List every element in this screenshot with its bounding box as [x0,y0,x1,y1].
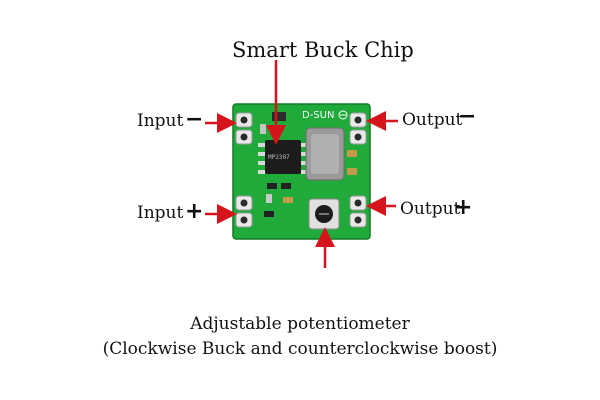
input-plus-text: Input [137,203,184,223]
output-plus-text: Output [400,199,461,219]
potentiometer [308,198,340,230]
caption-line-2: (Clockwise Buck and counterclockwise boo… [102,339,498,359]
chip-marking: MP2307 [268,154,290,161]
right-pads [349,112,367,228]
output-plus-label: Output + [400,195,472,220]
output-minus-sign: − [458,104,477,129]
input-plus-label: Input + [137,199,203,224]
output-minus-text: Output [402,110,463,130]
output-minus-label: Output − [402,104,476,130]
buck-chip: MP2307 [258,140,308,174]
output-plus-sign: + [454,195,473,220]
left-pads [235,112,253,228]
input-minus-sign: − [185,107,204,132]
caption-line-1: Adjustable potentiometer [190,314,410,334]
input-plus-sign: + [185,199,204,224]
capacitor-top [272,112,286,121]
chip-label: Smart Buck Chip [232,38,414,62]
input-minus-label: Input − [137,107,203,132]
input-minus-text: Input [137,111,184,131]
silkscreen-label: D-SUN [302,110,334,121]
